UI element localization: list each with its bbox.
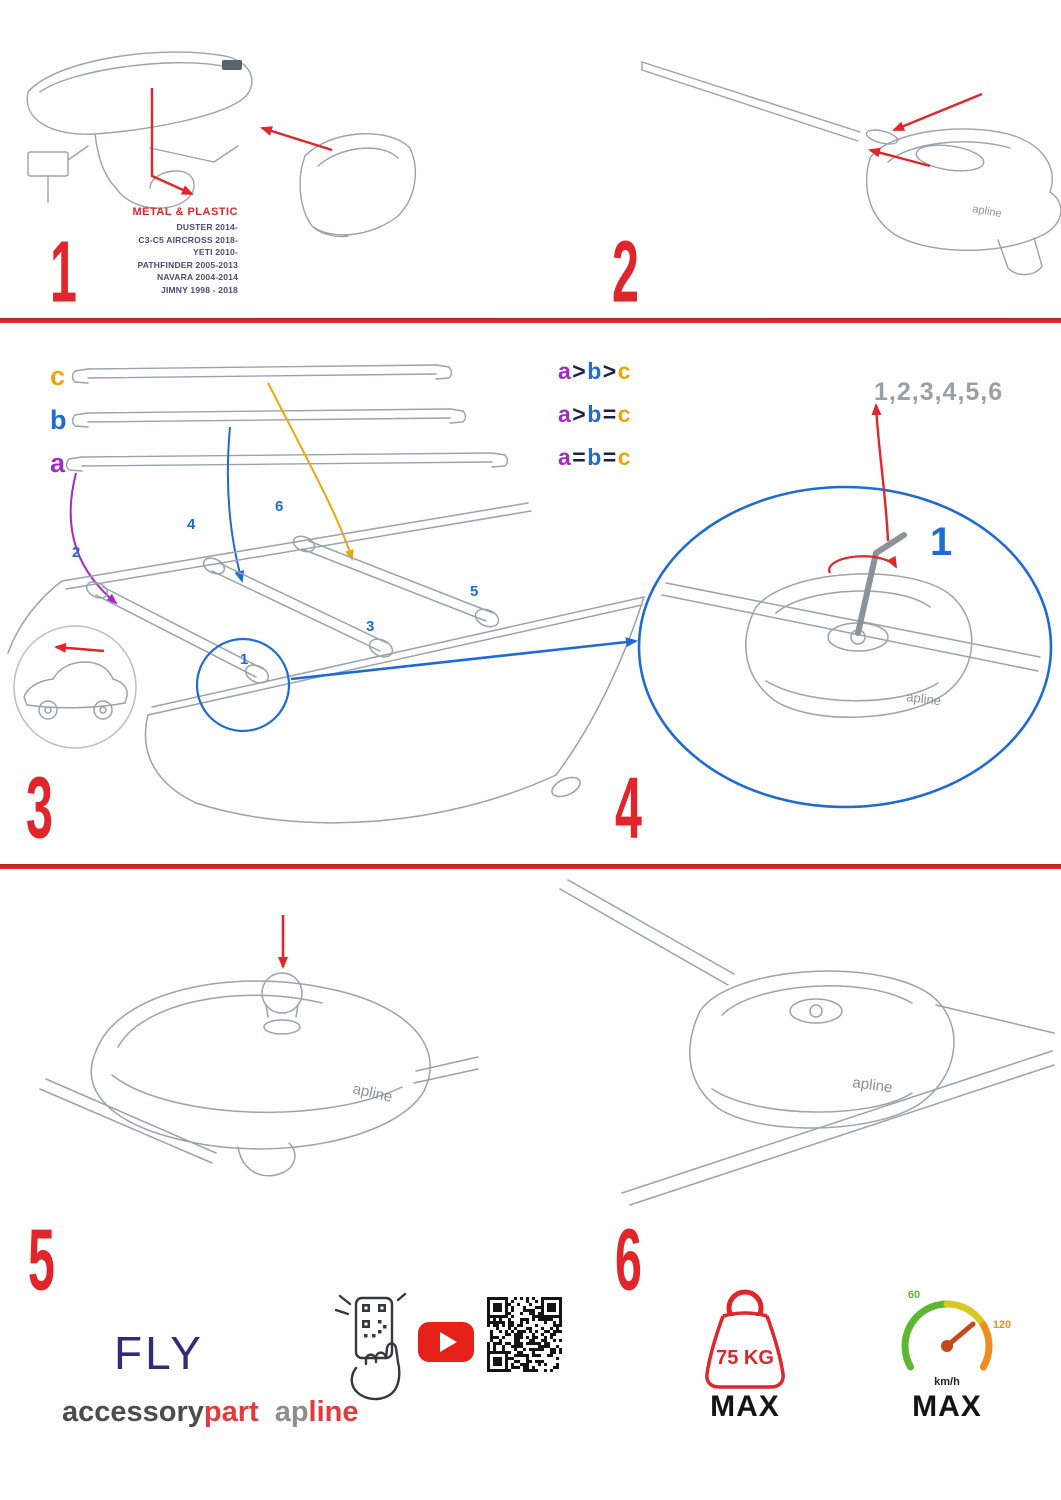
hex-key: [855, 532, 907, 636]
gauge-yellow-arc: [943, 1300, 987, 1329]
sequence-start-number: 1: [930, 520, 953, 564]
front-direction-arrow: [54, 642, 105, 653]
gauge-orange-arc: [979, 1321, 993, 1371]
leader-c: [267, 382, 354, 561]
speed-unit-label: km/h: [934, 1376, 960, 1388]
weight-value: 75 KG: [716, 1347, 774, 1369]
rule-term: b: [587, 444, 602, 470]
sequence-arrow: [871, 403, 890, 542]
rule-op: =: [602, 444, 617, 470]
position-number-6: 6: [275, 498, 284, 515]
position-number-3: 3: [366, 618, 375, 635]
rule-term: a: [558, 358, 572, 384]
detail-pointer-arrow: [290, 637, 638, 681]
max-speed-icon: 60 120 km/h: [901, 1289, 1011, 1388]
brand-word-part: part: [203, 1396, 259, 1428]
bar-to-position-leaders: [69, 382, 354, 605]
rule-term: c: [617, 358, 632, 384]
crossbar-drawing: apline: [641, 61, 1061, 276]
section-divider: [0, 318, 1061, 323]
model-line: YETI 2010-: [193, 247, 238, 257]
torque-detail: apline: [637, 403, 1053, 809]
position1-highlight-circle: [195, 637, 291, 733]
position-number-1: 1: [240, 651, 249, 668]
loose-crossbars: [65, 364, 509, 472]
step5-step6-diagram: apline apline: [39, 879, 1055, 1206]
brand-word-accessory: accessory: [62, 1396, 204, 1428]
rule-term: b: [587, 401, 602, 427]
youtube-icon: [418, 1322, 474, 1362]
scan-qr-phone-icon: [334, 1292, 407, 1401]
gauge-hub: [941, 1340, 953, 1352]
qr-code: [487, 1297, 562, 1372]
fitment-list: METAL & PLASTIC DUSTER 2014- C3-C5 AIRCR…: [88, 206, 238, 296]
bar-label-b: b: [50, 405, 67, 435]
rule-term: b: [587, 358, 602, 384]
brand-mark-foot2: apline: [971, 203, 1002, 220]
model-line: JIMNY 1998 - 2018: [161, 284, 238, 295]
position-number-4: 4: [187, 516, 196, 533]
max-weight-icon: 75 KG: [705, 1289, 785, 1389]
installed-foot-drawing: apline: [559, 879, 1055, 1206]
roof-top-view: [7, 502, 645, 824]
rule-op: >: [572, 358, 587, 384]
weight-max-label: MAX: [710, 1390, 780, 1423]
rule-term: a: [558, 401, 572, 427]
gauge-green-arc: [901, 1300, 951, 1371]
brand-word-line: line: [308, 1396, 359, 1428]
step-number-4: 4: [615, 757, 642, 857]
step-number-2: 2: [612, 221, 639, 321]
brand-mark-foot4: apline: [906, 689, 942, 708]
leader-b: [226, 426, 245, 583]
section-divider: [0, 864, 1061, 869]
step3-step4-diagram: apline: [7, 364, 1053, 824]
step2-arrows: [868, 92, 983, 168]
rule-op: =: [602, 401, 617, 427]
play-triangle-icon: [439, 1332, 457, 1352]
size-rule-row-1: a>b>c: [558, 360, 631, 383]
model-line: NAVARA 2004-2014: [157, 272, 238, 282]
rule-term: c: [617, 401, 632, 427]
rule-op: >: [572, 401, 587, 427]
speed-max-label: MAX: [912, 1390, 982, 1423]
step-number-3: 3: [26, 757, 53, 857]
speed-high-label: 120: [993, 1319, 1011, 1331]
size-rule-row-3: a=b=c: [558, 446, 631, 469]
rule-op: >: [602, 358, 617, 384]
bar-label-c: c: [50, 361, 66, 391]
material-label: METAL & PLASTIC: [132, 206, 238, 218]
rule-term: c: [617, 444, 632, 470]
cover-piece-drawing: [299, 133, 417, 238]
rule-op: =: [572, 444, 587, 470]
step1-clamp-diagram: [26, 51, 417, 238]
brand-word-ap: ap: [274, 1396, 309, 1428]
step1-arrows: [150, 88, 333, 196]
foot-clamp-drawing: [26, 51, 253, 209]
rotate-arrow: [828, 555, 897, 574]
leader-a: [69, 472, 118, 605]
tighten-sequence: 1,2,3,4,5,6: [874, 378, 1004, 406]
step2-bar-end-diagram: apline: [641, 61, 1061, 276]
position-number-2: 2: [72, 544, 81, 561]
model-line: C3-C5 AIRCROSS 2018-: [138, 234, 238, 245]
speed-low-label: 60: [908, 1289, 920, 1301]
model-line: PATHFINDER 2005-2013: [137, 259, 238, 270]
cover-cap-install-drawing: apline: [39, 972, 479, 1177]
step-number-6: 6: [615, 1209, 642, 1309]
product-name: FLY: [114, 1327, 204, 1379]
vehicle-direction-inset: [13, 625, 137, 749]
size-rule-row-2: a>b=c: [558, 403, 631, 426]
bar-label-a: a: [50, 448, 66, 478]
foot-detail-drawing: [661, 573, 1041, 718]
step-number-5: 5: [28, 1209, 55, 1309]
step-number-1: 1: [50, 221, 77, 321]
brand-mark-foot6: apline: [851, 1074, 893, 1096]
rule-term: a: [558, 444, 572, 470]
position-number-5: 5: [470, 583, 479, 600]
magnifier-circle: [637, 485, 1053, 809]
model-line: DUSTER 2014-: [176, 222, 238, 232]
